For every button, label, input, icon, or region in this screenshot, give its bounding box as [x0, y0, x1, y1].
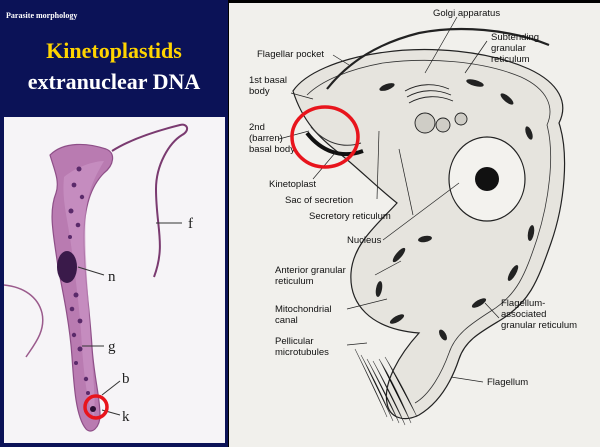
label-anterior-2: reticulum	[275, 276, 314, 287]
label-flag-assoc-2: associated	[501, 309, 546, 320]
label-basal1-1: 1st basal	[249, 75, 287, 86]
label-flag-assoc-1: Flagellum-	[501, 298, 545, 309]
label-basal2-3: basal body	[249, 144, 295, 155]
label-b: b	[122, 371, 130, 387]
label-kinetoplast: Kinetoplast	[269, 179, 316, 190]
section-tag: Parasite morphology	[6, 11, 77, 20]
label-flagellum: Flagellum	[487, 377, 528, 388]
label-k: k	[122, 409, 130, 425]
label-mitochondrial-2: canal	[275, 315, 298, 326]
label-g: g	[108, 339, 116, 355]
label-subtending-3: reticulum	[491, 54, 530, 65]
label-subtending-1: Subtending	[491, 32, 539, 43]
label-flagellar-pocket: Flagellar pocket	[257, 49, 324, 60]
label-pellicular-2: microtubules	[275, 347, 329, 358]
kinetoplast-dot	[90, 406, 96, 412]
label-pellicular-1: Pellicular	[275, 336, 314, 347]
ultrastructure-diagram-panel: Golgi apparatus Subtending granular reti…	[229, 3, 600, 447]
nucleus-blob	[57, 251, 77, 283]
label-basal2-1: 2nd	[249, 122, 265, 133]
trypanosome-micrograph: f n g b k	[4, 117, 225, 443]
label-anterior-1: Anterior granular	[275, 265, 346, 276]
label-subtending-2: granular	[491, 43, 526, 54]
nucleolus-dot	[475, 167, 499, 191]
micrograph-panel: f n g b k	[4, 117, 225, 443]
label-basal2-2: (barren)	[249, 133, 283, 144]
title-panel: Parasite morphology Kinetoplastids extra…	[0, 0, 228, 447]
label-f: f	[188, 216, 193, 232]
cell-outline	[293, 50, 565, 419]
label-n: n	[108, 269, 116, 285]
flagellum-stroke	[112, 125, 187, 277]
slide-title-line2: extranuclear DNA	[0, 69, 228, 95]
label-basal1-2: body	[249, 86, 270, 97]
label-flag-assoc-3: granular reticulum	[501, 320, 577, 331]
slide-title-line1: Kinetoplastids	[0, 38, 228, 64]
label-secretory-reticulum: Secretory reticulum	[309, 211, 391, 222]
trypanosome-ultrastructure-diagram: Golgi apparatus Subtending granular reti…	[229, 3, 600, 447]
membrane-fringe	[4, 285, 43, 357]
label-mitochondrial-1: Mitochondrial	[275, 304, 332, 315]
label-golgi: Golgi apparatus	[433, 8, 500, 19]
label-nucleus: Nucleus	[347, 235, 382, 246]
label-sac-of-secretion: Sac of secretion	[285, 195, 353, 206]
